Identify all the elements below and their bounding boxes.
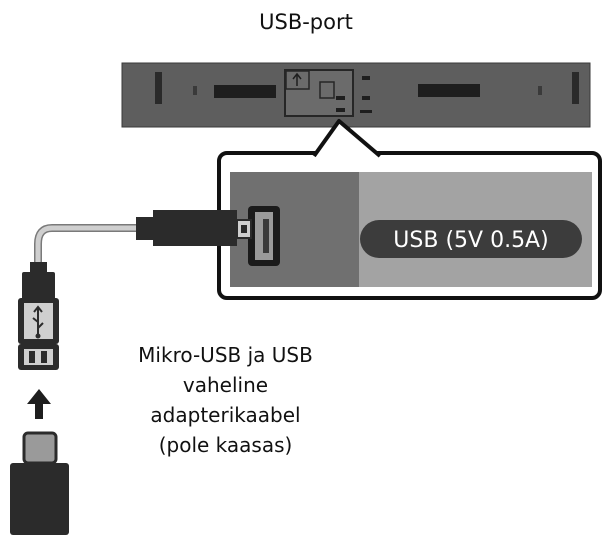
usb-adapter (18, 262, 59, 370)
cable (35, 225, 148, 267)
adapter-caption-line-1: Mikro-USB ja USB (138, 343, 313, 367)
adapter-caption-line-4: (pole kaasas) (158, 433, 293, 457)
cable-outline (34, 224, 149, 268)
micro-usb-connector (10, 431, 69, 535)
usb-port-zoom-callout (217, 119, 602, 300)
adapter-caption-line-3: adapterikaabel (150, 403, 301, 427)
usb-spec-badge (360, 220, 582, 258)
soundbar (121, 62, 591, 128)
usb-a-plug (136, 210, 252, 246)
usb-port-title: USB-port (259, 10, 353, 34)
adapter-caption-line-2: vaheline (182, 373, 269, 397)
adapter-caption: Mikro-USB ja USB vaheline adapterikaabel… (118, 340, 333, 460)
usb-icon (32, 305, 44, 339)
arrow-up-icon (27, 389, 51, 419)
usb-spec-text: USB (5V 0.5A) (393, 228, 548, 253)
